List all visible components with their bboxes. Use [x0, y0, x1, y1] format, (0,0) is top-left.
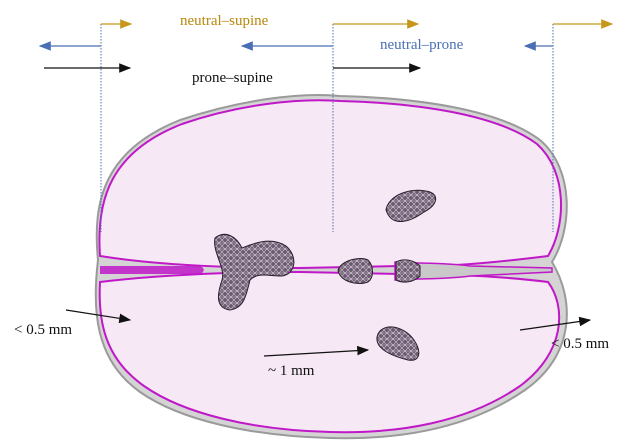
- right-fissure-mesh: [395, 259, 421, 283]
- legend-neutral-supine: neutral–supine: [180, 13, 269, 29]
- upper-horn: [385, 189, 437, 222]
- left-gap-label: < 0.5 mm: [14, 322, 73, 338]
- left-gap-arrow: [65, 309, 132, 324]
- third-ventricle: [337, 257, 373, 284]
- legend-neutral-prone: neutral–prone: [380, 37, 464, 53]
- left-fissure-mesh: [100, 266, 204, 274]
- center-gap-label: ~ 1 mm: [268, 363, 315, 379]
- lateral-ventricle-left: [214, 233, 295, 311]
- right-gap-arrow: [519, 316, 592, 331]
- upper-hemisphere: [98, 99, 562, 270]
- legend-prone-supine: prone–supine: [192, 70, 273, 86]
- right-gap-label: < 0.5 mm: [551, 336, 610, 352]
- center-gap-arrow: [263, 345, 370, 357]
- lower-horn: [376, 326, 420, 361]
